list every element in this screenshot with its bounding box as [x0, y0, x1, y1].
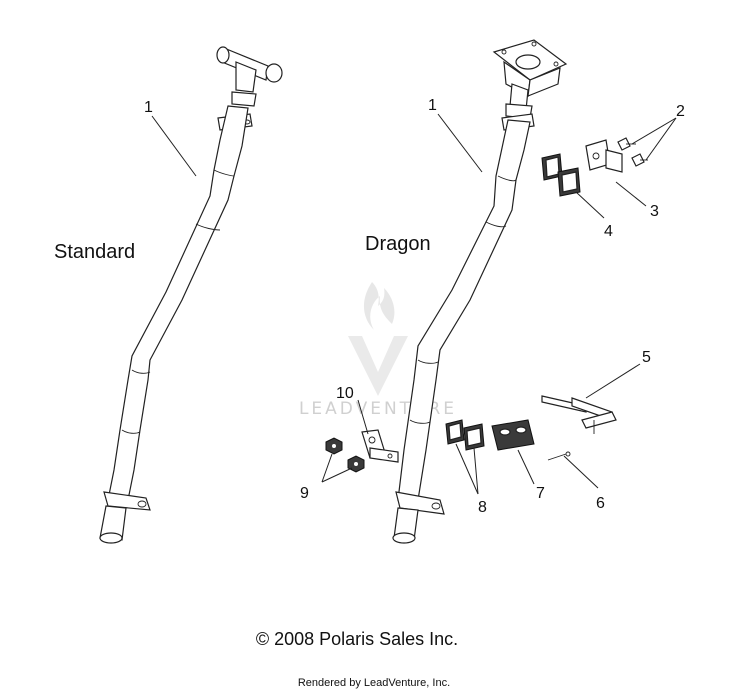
callout-4: 4 [604, 223, 613, 240]
steering-post-standard [99, 46, 283, 544]
variant-label-dragon: Dragon [365, 233, 431, 255]
callout-9: 9 [300, 485, 309, 502]
bumper-block-part-7 [491, 419, 535, 451]
callout-5: 5 [642, 349, 651, 366]
watermark-logo-icon [348, 282, 408, 396]
steering-post-dragon [392, 39, 568, 544]
callout-3: 3 [650, 203, 659, 220]
rendered-by-text: Rendered by LeadVenture, Inc. [298, 677, 450, 689]
bolt-parts-2 [617, 137, 648, 167]
callout-6: 6 [596, 495, 605, 512]
callout-2: 2 [676, 103, 685, 120]
callout-8: 8 [478, 499, 487, 516]
callout-10: 10 [336, 385, 354, 402]
callout-7: 7 [536, 485, 545, 502]
pin-part-6 [547, 451, 571, 461]
leader-lines [151, 113, 677, 495]
variant-label-standard: Standard [54, 241, 135, 263]
callout-1-dragon: 1 [428, 97, 437, 114]
callout-1-standard: 1 [144, 99, 153, 116]
bracket-part-10 [361, 429, 399, 463]
nut-parts-9 [325, 437, 365, 473]
bushing-parts-4 [541, 153, 581, 197]
bushing-parts-8 [445, 419, 485, 451]
rod-assembly-part-5 [541, 395, 617, 434]
copyright-text: © 2008 Polaris Sales Inc. [256, 629, 458, 649]
bracket-part-3 [585, 139, 623, 173]
